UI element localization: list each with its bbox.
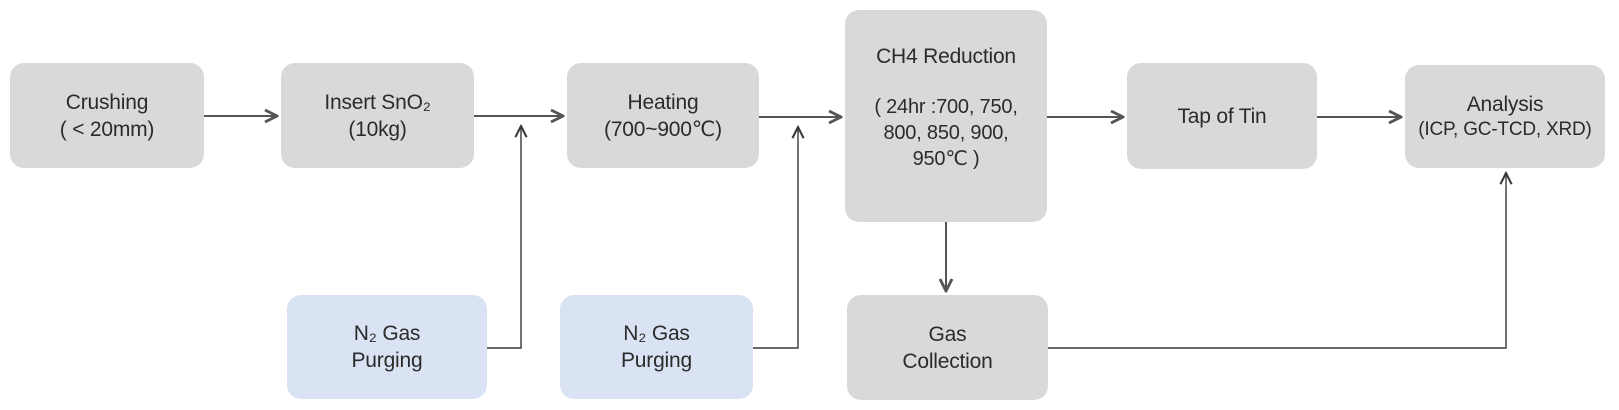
node-gas-collection: Gas Collection — [847, 295, 1048, 400]
node-n2-gas-purging-2: N₂ Gas Purging — [560, 295, 753, 399]
node-n2-purging-1-line2: Purging — [351, 349, 423, 372]
node-n2-purging-2-line1: N₂ Gas — [623, 322, 690, 345]
node-crushing-line1: Crushing — [65, 90, 149, 114]
node-n2-purging-2-line2: Purging — [621, 349, 692, 372]
node-ch4-reduction: CH4 Reduction ( 24hr :700, 750, 800, 850… — [845, 10, 1047, 222]
arrow-n2-purging-2-to-flow — [753, 127, 798, 349]
node-tap-of-tin: Tap of Tin — [1127, 63, 1317, 169]
node-ch4-title: CH4 Reduction — [876, 45, 1016, 68]
node-gas-collection-line1: Gas — [928, 322, 967, 346]
node-analysis: Analysis (ICP, GC-TCD, XRD) — [1405, 65, 1605, 168]
node-ch4-conditions: ( 24hr :700, 750, 800, 850, 900, 950℃ ) — [874, 96, 1018, 170]
node-insert-sno2-line2: (10kg) — [348, 117, 407, 141]
node-analysis-title: Analysis — [1466, 93, 1544, 116]
node-insert-sno2: Insert SnO₂ (10kg) — [281, 63, 474, 168]
node-heating-line1: Heating — [627, 90, 699, 114]
node-crushing-line2: ( < 20mm) — [59, 117, 155, 141]
node-gas-collection-line2: Collection — [902, 349, 993, 373]
node-n2-gas-purging-1: N₂ Gas Purging — [287, 295, 487, 399]
node-analysis-methods: (ICP, GC-TCD, XRD) — [1418, 119, 1592, 140]
node-insert-sno2-line1: Insert SnO₂ — [324, 90, 431, 114]
arrow-n2-purging-1-to-flow — [483, 126, 521, 349]
node-heating-line2: (700~900℃) — [604, 117, 722, 141]
node-crushing: Crushing ( < 20mm) — [10, 63, 204, 168]
arrow-gas-collection-to-analysis — [1048, 173, 1506, 349]
node-heating: Heating (700~900℃) — [567, 63, 759, 168]
node-n2-purging-1-line1: N₂ Gas — [353, 322, 421, 345]
node-tap-of-tin-label: Tap of Tin — [1177, 104, 1267, 128]
